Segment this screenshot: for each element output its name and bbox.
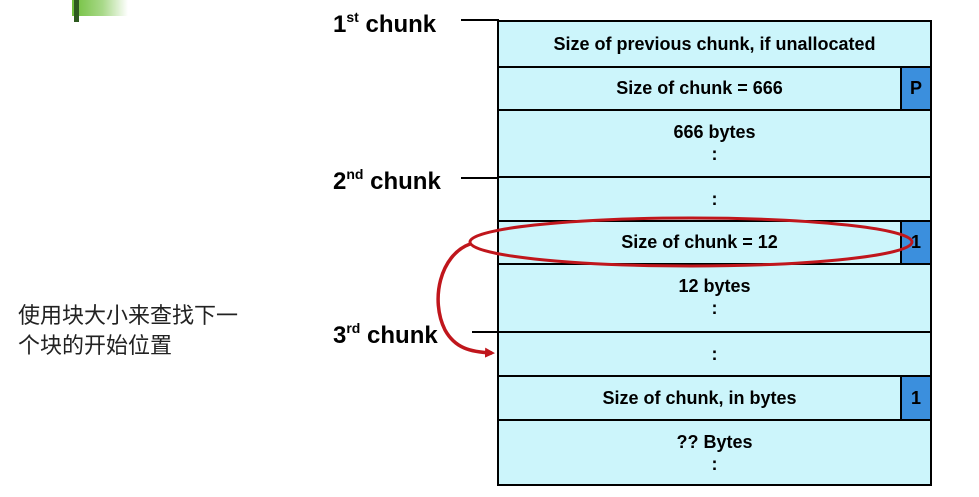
chunk3-data-row: ?? Bytes : <box>499 419 930 484</box>
prev-size-row: Size of previous chunk, if unallocated <box>553 33 876 54</box>
chunk3-prev-inuse-flag: 1 <box>900 375 930 419</box>
chunk1-prev-inuse-flag: P <box>900 66 930 109</box>
next-chunk-arrow <box>436 242 495 358</box>
chunk1-continuation-row: : <box>499 176 930 220</box>
second-chunk-leader <box>461 177 509 179</box>
chunk2-prev-inuse-flag: 1 <box>900 220 930 263</box>
chunk2-continuation-row: : <box>499 331 930 375</box>
chunk2-size-row: Size of chunk = 12 <box>499 220 900 263</box>
chunk2-data-row: 12 bytes : <box>499 263 930 331</box>
chunk1-size-row: Size of chunk = 666 <box>499 66 900 109</box>
third-chunk-leader <box>472 331 520 333</box>
explanation-note: 使用块大小来查找下一个块的开始位置 <box>18 304 239 359</box>
logo-icon <box>28 0 128 22</box>
chunk1-data-row: 666 bytes : <box>499 109 930 176</box>
first-chunk-leader <box>461 19 499 21</box>
second-chunk-label: 2nd chunk <box>333 166 441 195</box>
chunk3-size-row: Size of chunk, in bytes <box>499 375 900 419</box>
first-chunk-label: 1st chunk <box>333 9 437 38</box>
heap-layout-table: Size of previous chunk, if unallocated S… <box>497 20 932 486</box>
third-chunk-label: 3rd chunk <box>333 320 438 349</box>
